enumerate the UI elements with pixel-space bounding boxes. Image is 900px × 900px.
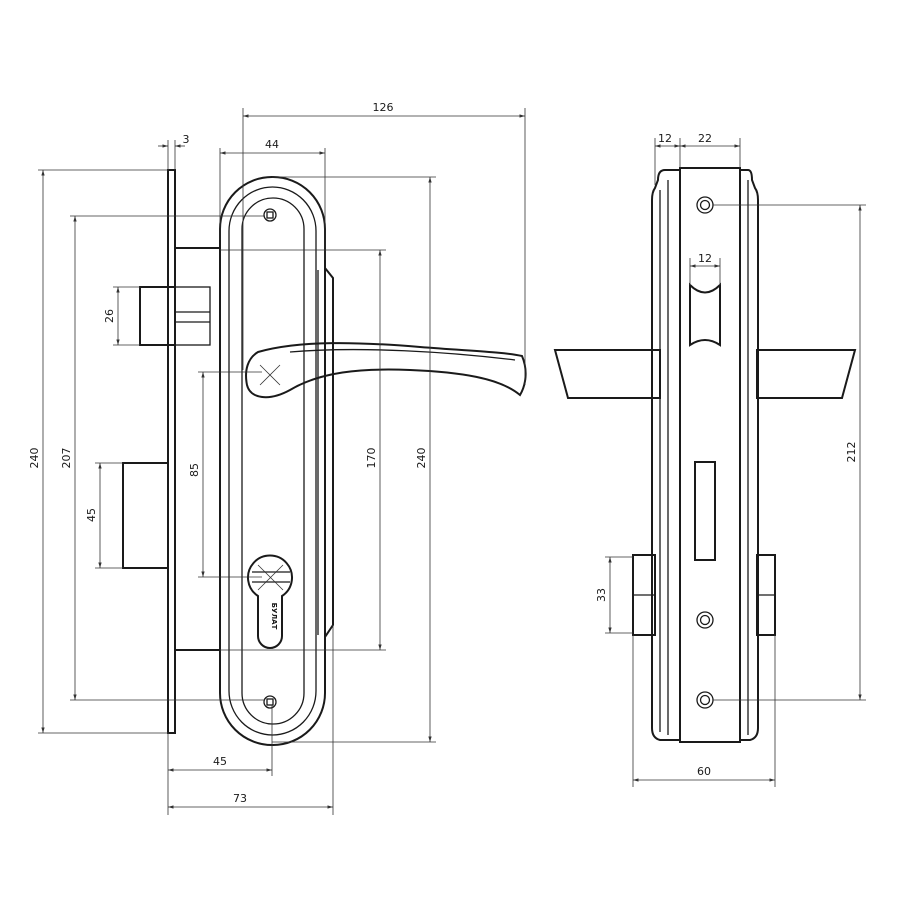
escutcheon-plate — [241, 197, 305, 725]
center-plate — [679, 167, 741, 743]
brand-logo: БУЛАТ — [270, 603, 278, 630]
escutcheon-side-profile — [324, 267, 334, 638]
dim-faceplate-height: 240 — [28, 448, 41, 469]
latch-window — [689, 282, 721, 347]
deadbolt-slot — [694, 461, 716, 561]
dim-escutcheon-width: 44 — [265, 138, 279, 151]
dim-spindle-to-cylinder: 85 — [188, 463, 201, 477]
latch-bolt — [139, 286, 211, 346]
dim-screw-spacing: 207 — [60, 448, 73, 469]
escutcheon-inner — [228, 186, 317, 736]
deadbolt — [122, 462, 169, 569]
screw-1 — [696, 196, 714, 214]
screw-3 — [696, 691, 714, 709]
screw-bottom — [263, 695, 277, 709]
dim-lock-depth: 73 — [233, 792, 247, 805]
handle-left — [553, 349, 661, 399]
front-view: БУЛАТ — [122, 169, 527, 746]
screw-2 — [696, 611, 714, 629]
dim-screw-spacing-side: 212 — [845, 442, 858, 463]
faceplate — [167, 169, 176, 734]
lock-body — [174, 247, 221, 651]
dim-overall-width: 60 — [697, 765, 711, 778]
dim-lock-body-height: 170 — [365, 448, 378, 469]
dim-latch-height: 26 — [103, 309, 116, 323]
side-dimensions: 12 22 12 212 33 60 — [595, 132, 866, 787]
spindle-mark — [259, 364, 281, 386]
front-dimensions: 3 44 126 240 207 26 45 85 170 240 45 73 — [28, 101, 526, 815]
cylinder-keyhole: БУЛАТ — [247, 554, 293, 649]
dim-ring-width: 12 — [658, 132, 672, 145]
rosette-right — [740, 169, 759, 741]
handle-right — [756, 349, 857, 399]
escutcheon-outer — [219, 176, 326, 746]
side-view — [553, 167, 857, 743]
dim-escutcheon-height: 240 — [415, 448, 428, 469]
screw-top — [263, 208, 277, 222]
lever-handle — [245, 342, 527, 399]
dim-plate-width: 22 — [698, 132, 712, 145]
dim-cylinder-height: 33 — [595, 588, 608, 602]
rosette-left — [651, 169, 680, 741]
dim-faceplate-thickness: 3 — [183, 133, 190, 146]
dim-latch-window-width: 12 — [698, 252, 712, 265]
dim-handle-reach: 126 — [373, 101, 394, 114]
dim-deadbolt-height: 45 — [85, 508, 98, 522]
dim-backset: 45 — [213, 755, 227, 768]
